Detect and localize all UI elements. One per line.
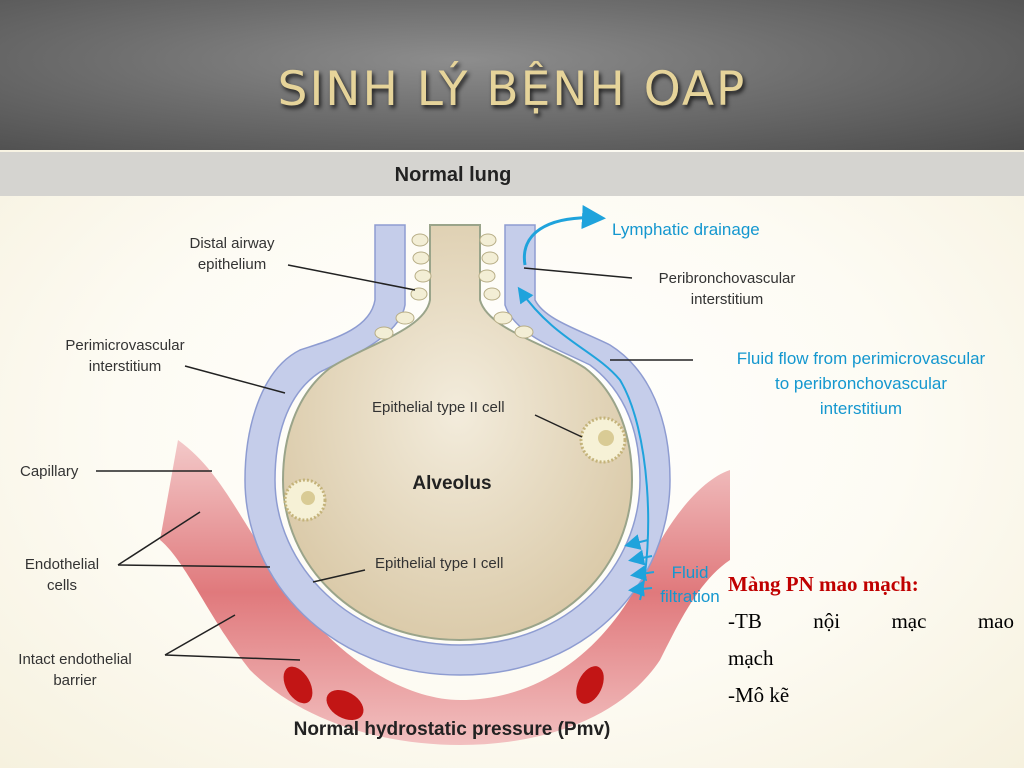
label-peribronchovascular-2: interstitium xyxy=(691,291,764,308)
figure-title-band xyxy=(0,152,1024,196)
label-fluid-flow-2: to peribronchovascular xyxy=(775,374,947,393)
label-fluid-flow-3: interstitium xyxy=(820,399,902,418)
caption-line-2: -Mô kẽ xyxy=(728,683,790,707)
membrane-caption: Màng PN mao mạch: -TB nội mạc mao mạch -… xyxy=(728,566,1014,714)
slide-title: SINH LÝ BỆNH OAP xyxy=(277,62,747,117)
label-perimicrovascular-2: interstitium xyxy=(89,358,162,375)
label-fluid-flow-1: Fluid flow from perimicrovascular xyxy=(737,349,986,368)
lymphatic-arrow xyxy=(522,205,606,266)
caption-word: nội xyxy=(813,609,841,633)
interstitium-layer xyxy=(244,224,671,676)
caption-word: -TB xyxy=(728,609,762,633)
figure-title: Normal lung xyxy=(395,164,512,186)
caption-line-1-cont: mạch xyxy=(728,646,774,670)
filtration-arrows xyxy=(624,534,655,597)
capillary-band xyxy=(160,440,730,745)
alveolus xyxy=(281,224,634,642)
label-endothelial-2: cells xyxy=(47,577,77,594)
label-capillary: Capillary xyxy=(20,463,79,480)
label-intact-barrier-2: barrier xyxy=(53,672,96,689)
svg-text:Fluid flow from perimicrovascu: Fluid flow from perimicrovascular to peri… xyxy=(737,349,986,418)
label-fluid-filtration-2: filtration xyxy=(660,587,720,606)
figure-bottom-caption: Normal hydrostatic pressure (Pmv) xyxy=(294,719,611,740)
caption-word: mao xyxy=(977,609,1014,633)
label-peribronchovascular-1: Peribronchovascular xyxy=(659,270,796,287)
label-epithelial-type2: Epithelial type II cell xyxy=(372,399,505,416)
epithelial-type2-cell-right xyxy=(579,416,627,464)
label-alveolus: Alveolus xyxy=(412,473,491,494)
caption-line-1: -TB nội mạc mao xyxy=(728,603,1014,640)
caption-title: Màng PN mao mạch: xyxy=(728,572,919,596)
label-distal-airway-2: epithelium xyxy=(198,256,266,273)
caption-word: mạc xyxy=(891,609,927,633)
slide-header xyxy=(0,0,1024,150)
airway-epithelial-cells xyxy=(374,233,534,340)
pointer-lines xyxy=(96,264,693,661)
red-blood-cells xyxy=(283,666,604,721)
label-epithelial-type1: Epithelial type I cell xyxy=(375,555,503,572)
label-endothelial-1: Endothelial xyxy=(25,556,99,573)
epithelial-type2-cell-left xyxy=(283,478,327,522)
label-perimicrovascular-1: Perimicrovascular xyxy=(65,337,184,354)
label-fluid-filtration-1: Fluid xyxy=(672,563,709,582)
label-distal-airway-1: Distal airway xyxy=(189,235,275,252)
label-lymphatic-drainage: Lymphatic drainage xyxy=(612,220,760,239)
interstitial-flow-arrow xyxy=(517,286,650,601)
label-intact-barrier-1: Intact endothelial xyxy=(18,651,131,668)
